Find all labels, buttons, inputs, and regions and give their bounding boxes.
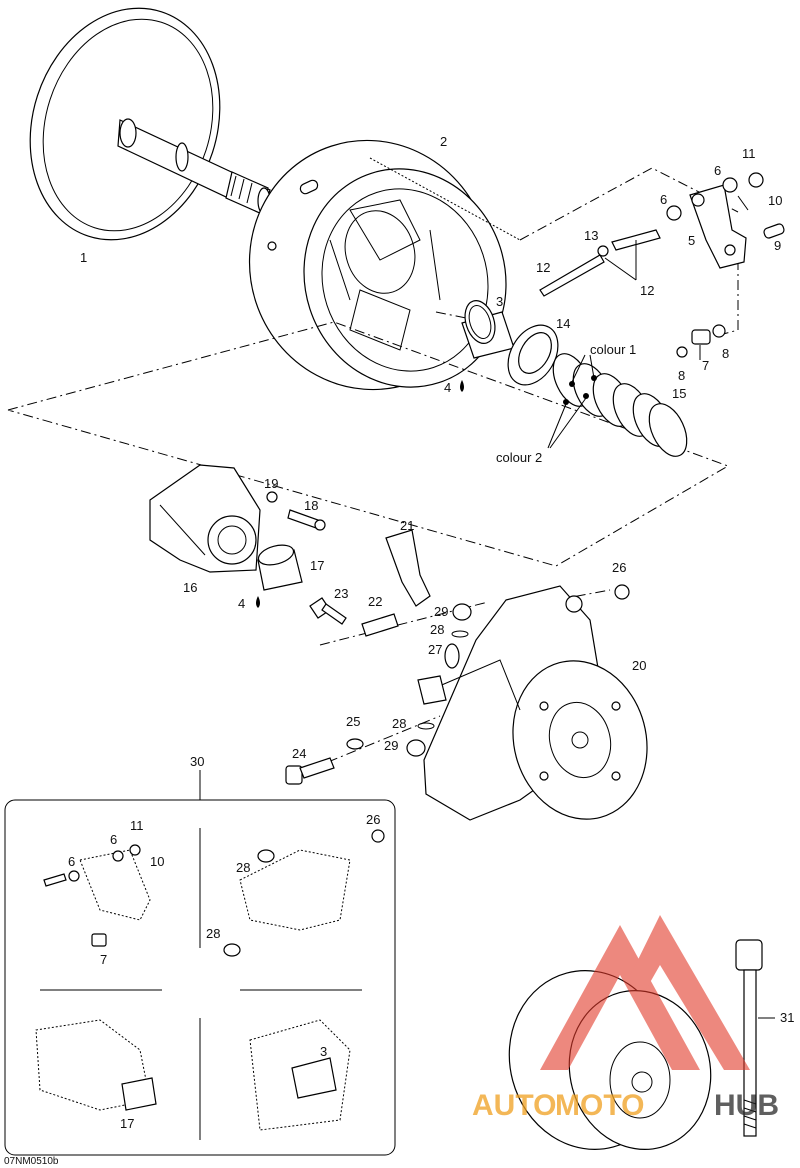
inset-callout-6b: 6	[110, 832, 117, 847]
callout-5: 5	[688, 233, 695, 248]
spring-colour-1-label: colour 1	[590, 342, 636, 357]
callout-24: 24	[292, 746, 306, 761]
figure-code: 07NM0510b	[4, 1156, 59, 1167]
callout-29b: 29	[384, 738, 398, 753]
callout-28b: 28	[392, 716, 406, 731]
callout-23: 23	[334, 586, 348, 601]
callout-28a: 28	[430, 622, 444, 637]
callout-26: 26	[612, 560, 626, 575]
callout-10: 10	[768, 193, 782, 208]
callout-12b: 12	[640, 283, 654, 298]
callout-3: 3	[496, 294, 503, 309]
part-15-spring	[552, 353, 688, 457]
callout-11: 11	[742, 146, 756, 161]
callout-4b: 4	[238, 596, 245, 611]
part-14-washer	[507, 324, 559, 386]
part-22-pin	[361, 613, 399, 637]
inset-callout-7: 7	[100, 952, 107, 967]
inset-callout-3: 3	[320, 1044, 327, 1059]
parts-6-11-hardware	[539, 172, 785, 358]
callout-15: 15	[672, 386, 686, 401]
callout-21: 21	[400, 518, 414, 533]
callout-labels: 1 2 3 4 4 5 6 6 7 8 8 9 10 11 12 12 13 1…	[4, 134, 794, 1167]
callout-1: 1	[80, 250, 87, 265]
part-31-tool	[735, 939, 775, 1137]
part-16-housing	[149, 464, 261, 573]
part-5-arm	[689, 184, 747, 269]
watermark-text: AUTO MOTO HUB	[472, 1089, 779, 1122]
callout-7: 7	[702, 358, 709, 373]
callout-2: 2	[440, 134, 447, 149]
callout-6b: 6	[660, 192, 667, 207]
callout-4a: 4	[444, 380, 451, 395]
callout-13: 13	[584, 228, 598, 243]
inset-callout-11: 11	[130, 818, 144, 833]
callout-16: 16	[183, 580, 197, 595]
callout-18: 18	[304, 498, 318, 513]
part-18-screw	[266, 491, 326, 531]
callout-8a: 8	[678, 368, 685, 383]
oil-drop-icon	[256, 380, 464, 608]
callout-27: 27	[428, 642, 442, 657]
spring-colour-2-label: colour 2	[496, 450, 542, 465]
part-1-sliding-sheave	[29, 7, 271, 241]
inset-callout-10: 10	[150, 854, 164, 869]
inset-callout-28a: 28	[236, 860, 250, 875]
watermark-logo	[540, 915, 750, 1070]
inset-30	[4, 770, 396, 1156]
part-3-bushing	[461, 300, 515, 359]
callout-20: 20	[632, 658, 646, 673]
inset-callout-28b: 28	[206, 926, 220, 941]
callout-19: 19	[264, 476, 278, 491]
callout-25: 25	[346, 714, 360, 729]
callout-31: 31	[780, 1010, 794, 1025]
callout-30: 30	[190, 754, 204, 769]
watermark-moto: MOTO	[555, 1089, 644, 1122]
inset-callout-17: 17	[120, 1116, 134, 1131]
part-17-bushing	[257, 544, 303, 591]
parts-24-29-hardware	[285, 584, 630, 785]
callout-29a: 29	[434, 604, 448, 619]
callout-17: 17	[310, 558, 324, 573]
callout-8b: 8	[722, 346, 729, 361]
part-2-drum	[248, 139, 521, 391]
callout-14: 14	[556, 316, 570, 331]
inset-callout-6a: 6	[68, 854, 75, 869]
callout-6a: 6	[714, 163, 721, 178]
watermark-auto: AUTO	[472, 1089, 556, 1122]
callout-9: 9	[774, 238, 781, 253]
inset-callout-26: 26	[366, 812, 380, 827]
part-21-lever	[385, 529, 431, 607]
part-23-bolt	[309, 597, 347, 625]
leader-lines	[547, 195, 749, 449]
part-20-cover	[423, 585, 648, 821]
callout-12a: 12	[536, 260, 550, 275]
watermark-hub: HUB	[714, 1089, 779, 1122]
callout-22: 22	[368, 594, 382, 609]
